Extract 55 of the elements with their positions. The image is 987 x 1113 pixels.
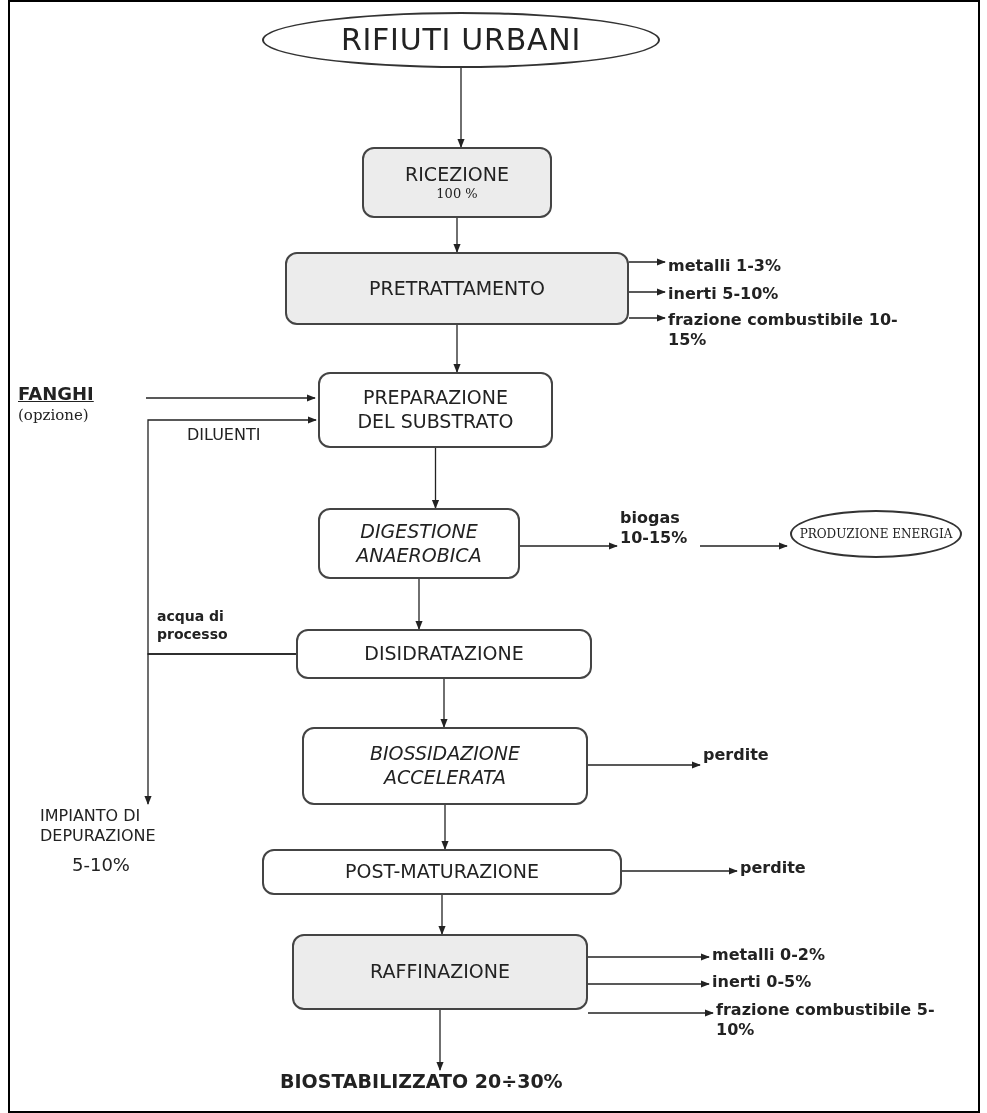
arrow: [438, 894, 446, 935]
arrow: [628, 314, 666, 322]
flow-label: frazione combustibile 10-15%: [668, 310, 899, 350]
node-label: DIGESTIONE ANAEROBICA: [354, 519, 483, 568]
arrow: [457, 67, 465, 148]
flow-label: biogas 10-15%: [620, 508, 689, 548]
arrow: [415, 578, 423, 630]
arrow: [621, 867, 738, 875]
flow-label: inerti 0-5%: [712, 972, 812, 992]
node-label: RIFIUTI URBANI: [340, 21, 582, 59]
node-label: RICEZIONE: [405, 162, 509, 187]
arrow: [628, 288, 666, 296]
process-box: [318, 508, 520, 579]
flow-label: metalli 1-3%: [668, 256, 781, 276]
arrow: [453, 217, 461, 253]
arrow: [587, 1009, 714, 1017]
arrow: [587, 761, 701, 769]
arrow: [144, 653, 297, 805]
node-label: POST-MATURAZIONE: [345, 860, 539, 884]
process-box: [302, 727, 588, 805]
flow-label: metalli 0-2%: [712, 945, 825, 965]
arrow: [441, 804, 449, 850]
node-label: RAFFINAZIONE: [370, 960, 510, 984]
arrow: [145, 394, 316, 402]
process-box: [292, 934, 588, 1010]
node-label: PRODUZIONE ENERGIA: [799, 526, 953, 542]
process-box: [296, 629, 592, 679]
arrow: [587, 953, 710, 961]
arrow: [587, 980, 710, 988]
flow-label: IMPIANTO DI DEPURAZIONE: [40, 806, 157, 846]
arrow: [440, 678, 448, 728]
flow-label: inerti 5-10%: [668, 284, 779, 304]
arrow: [436, 1009, 444, 1071]
flow-label: perdite: [703, 745, 769, 765]
node-label: PREPARAZIONE DEL SUBSTRATO: [356, 386, 515, 434]
node-label: 100 %: [436, 186, 478, 203]
process-box: [318, 372, 553, 448]
node-label: DISIDRATAZIONE: [364, 642, 524, 666]
arrow: [147, 416, 317, 655]
note-text: 5-10%: [72, 854, 130, 877]
arrow: [628, 258, 666, 266]
arrow: [431, 447, 440, 509]
node-label: PRETRATTAMENTO: [369, 276, 545, 301]
flow-label: perdite: [740, 858, 806, 878]
arrow: [699, 542, 788, 550]
process-box: [262, 849, 622, 895]
process-box: [285, 252, 629, 325]
node-label: BIOSSIDAZIONE ACCELERATA: [368, 742, 522, 790]
flow-label: frazione combustibile 5-10%: [716, 1000, 936, 1040]
flow-label: BIOSTABILIZZATO 20÷30%: [280, 1070, 563, 1094]
arrow: [519, 542, 618, 550]
flow-label: FANGHI: [18, 383, 94, 406]
process-box: [362, 147, 552, 218]
note-text: (opzione): [18, 405, 89, 425]
arrow: [453, 324, 461, 373]
